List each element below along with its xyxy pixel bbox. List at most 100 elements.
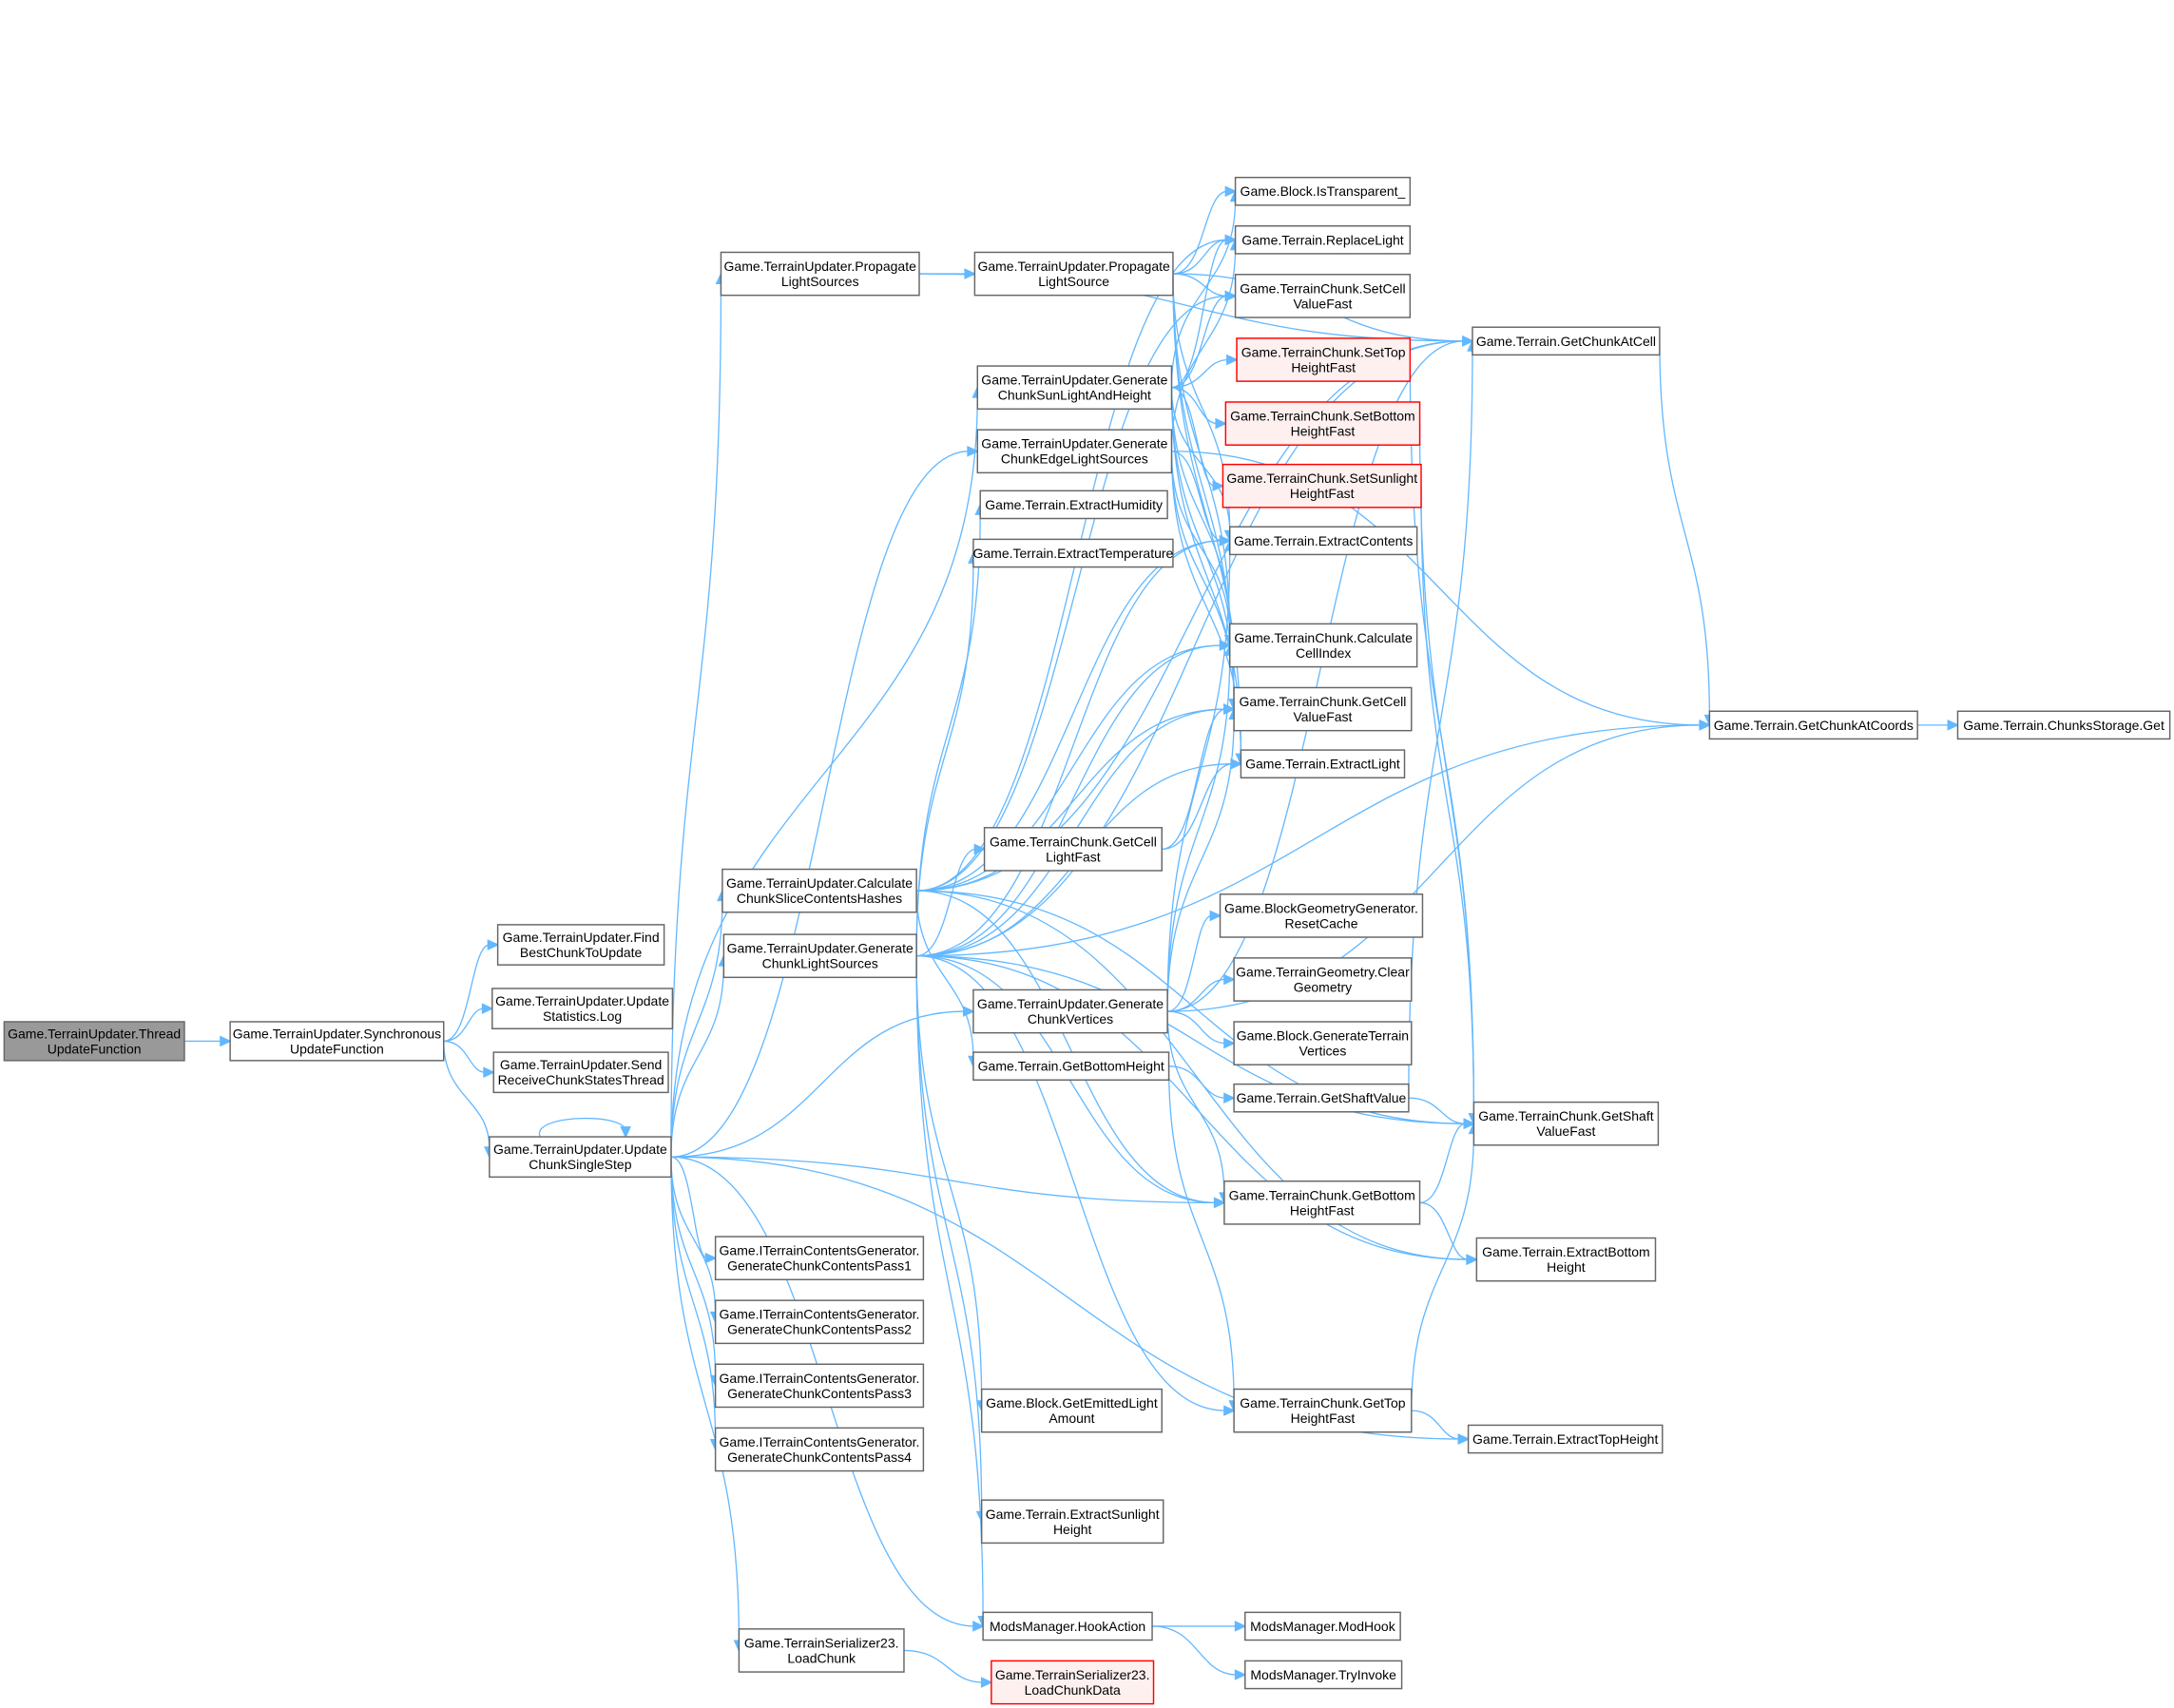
node-getchunkcell[interactable]: Game.Terrain.GetChunkAtCell bbox=[1472, 326, 1661, 356]
node-singlestep[interactable]: Game.TerrainUpdater.UpdateChunkSingleSte… bbox=[489, 1136, 672, 1179]
node-label: Game.TerrainChunk.Calculate bbox=[1234, 630, 1413, 645]
edges-layer bbox=[183, 185, 1960, 1688]
node-box bbox=[1229, 623, 1418, 668]
node-box bbox=[979, 489, 1168, 520]
node-label: Game.TerrainUpdater.Generate bbox=[977, 996, 1164, 1011]
edge-genedge-to-extcontents bbox=[1171, 451, 1222, 542]
edge-gensun-to-extcontents bbox=[1170, 387, 1231, 533]
arrowhead-icon bbox=[1219, 535, 1232, 547]
node-label: GenerateChunkContentsPass3 bbox=[727, 1386, 912, 1401]
arrowhead-icon bbox=[481, 1003, 494, 1014]
node-box bbox=[492, 1051, 669, 1094]
node-label: ValueFast bbox=[1293, 296, 1352, 311]
node-genvertices[interactable]: Game.TerrainUpdater.GenerateChunkVertice… bbox=[972, 988, 1168, 1034]
arrowhead-icon bbox=[1234, 1669, 1247, 1680]
node-temperature[interactable]: Game.Terrain.ExtractTemperature bbox=[972, 538, 1174, 568]
node-extlight[interactable]: Game.Terrain.ExtractLight bbox=[1240, 749, 1406, 779]
node-pass4[interactable]: Game.ITerrainContentsGenerator.GenerateC… bbox=[714, 1427, 925, 1472]
node-tryinvoke[interactable]: ModsManager.TryInvoke bbox=[1244, 1660, 1403, 1690]
node-label: Game.TerrainUpdater.Generate bbox=[981, 436, 1167, 451]
edge-singlestep-to-genedge bbox=[670, 451, 970, 1158]
edge-getbottomh-to-gettopfast bbox=[1167, 1065, 1235, 1403]
node-label: Game.TerrainUpdater.Update bbox=[493, 1142, 667, 1157]
edge-singlestep-to-gensun bbox=[670, 395, 978, 1158]
node-exttop[interactable]: Game.Terrain.ExtractTopHeight bbox=[1467, 1424, 1664, 1454]
node-extcontents[interactable]: Game.Terrain.ExtractContents bbox=[1229, 526, 1418, 556]
node-pass2[interactable]: Game.ITerrainContentsGenerator.GenerateC… bbox=[714, 1299, 925, 1345]
node-pass1[interactable]: Game.ITerrainContentsGenerator.GenerateC… bbox=[714, 1236, 925, 1281]
node-modhook[interactable]: ModsManager.ModHook bbox=[1244, 1611, 1401, 1641]
arrowhead-icon bbox=[1457, 1433, 1471, 1445]
edge-singlestep-to-genvertices bbox=[670, 1010, 966, 1158]
edge-genlightsrc-to-hookaction bbox=[915, 955, 984, 1619]
node-sendrecv[interactable]: Game.TerrainUpdater.SendReceiveChunkStat… bbox=[492, 1051, 669, 1094]
arrowhead-icon bbox=[1223, 1092, 1236, 1104]
node-label: Game.TerrainChunk.GetCell bbox=[1240, 694, 1407, 709]
node-propsources[interactable]: Game.TerrainUpdater.PropagateLightSource… bbox=[720, 251, 920, 297]
arrowhead-icon bbox=[964, 268, 977, 279]
node-chunksget[interactable]: Game.Terrain.ChunksStorage.Get bbox=[1956, 710, 2171, 740]
node-loadchunkdata[interactable]: Game.TerrainSerializer23.LoadChunkData bbox=[991, 1660, 1155, 1705]
node-box bbox=[1472, 1101, 1660, 1146]
node-label: Game.Terrain.GetChunkAtCell bbox=[1476, 334, 1656, 349]
node-box bbox=[1224, 401, 1421, 446]
node-findbest[interactable]: Game.TerrainUpdater.FindBestChunkToUpdat… bbox=[496, 924, 665, 966]
node-getbottomh[interactable]: Game.Terrain.GetBottomHeight bbox=[972, 1051, 1170, 1081]
node-label: ValueFast bbox=[1293, 709, 1352, 724]
node-label: ChunkVertices bbox=[1028, 1011, 1113, 1027]
node-replacelight[interactable]: Game.Terrain.ReplaceLight bbox=[1234, 225, 1412, 255]
node-genlightsrc[interactable]: Game.TerrainUpdater.GenerateChunkLightSo… bbox=[722, 933, 917, 979]
node-getshaft[interactable]: Game.Terrain.GetShaftValue bbox=[1233, 1083, 1410, 1113]
arrowhead-icon bbox=[620, 1126, 631, 1139]
node-label: Height bbox=[1053, 1522, 1092, 1537]
edge-genvertices-to-getbottomfast bbox=[1166, 1011, 1225, 1195]
node-box bbox=[1236, 337, 1412, 382]
node-label: Game.Block.GenerateTerrain bbox=[1237, 1028, 1409, 1044]
edge-gensun-to-istransparent bbox=[1170, 200, 1237, 388]
node-loadchunk[interactable]: Game.TerrainSerializer23.LoadChunk bbox=[738, 1628, 905, 1673]
arrowhead-icon bbox=[967, 445, 980, 457]
node-calchashes[interactable]: Game.TerrainUpdater.CalculateChunkSliceC… bbox=[721, 868, 917, 913]
node-getchunkcoords[interactable]: Game.Terrain.GetChunkAtCoords bbox=[1708, 710, 1918, 740]
node-resetcache[interactable]: Game.BlockGeometryGenerator.ResetCache bbox=[1219, 893, 1424, 938]
node-gensun[interactable]: Game.TerrainUpdater.GenerateChunkSunLigh… bbox=[976, 365, 1173, 411]
node-label: Game.Terrain.ExtractBottom bbox=[1482, 1244, 1650, 1259]
node-sync[interactable]: Game.TerrainUpdater.SynchronousUpdateFun… bbox=[229, 1021, 445, 1062]
node-box bbox=[229, 1021, 445, 1062]
node-genedge[interactable]: Game.TerrainUpdater.GenerateChunkEdgeLig… bbox=[976, 429, 1173, 474]
arrowhead-icon bbox=[973, 843, 987, 855]
node-humidity[interactable]: Game.Terrain.ExtractHumidity bbox=[979, 489, 1168, 520]
node-label: ChunkSunLightAndHeight bbox=[998, 388, 1151, 403]
edge-genlightsrc-to-sunlighth bbox=[915, 955, 983, 1514]
node-label: Game.Terrain.ExtractContents bbox=[1234, 533, 1413, 548]
node-label: Statistics.Log bbox=[543, 1008, 622, 1024]
node-hookaction[interactable]: ModsManager.HookAction bbox=[982, 1611, 1153, 1641]
nodes-layer: Game.TerrainUpdater.ThreadUpdateFunction… bbox=[3, 176, 2171, 1705]
node-label: Game.TerrainUpdater.Generate bbox=[981, 373, 1167, 388]
node-label: Game.Terrain.GetShaftValue bbox=[1237, 1090, 1407, 1105]
node-istransparent[interactable]: Game.Block.IsTransparent_ bbox=[1234, 176, 1412, 206]
node-label: Game.TerrainChunk.GetTop bbox=[1240, 1395, 1406, 1411]
edge-calchashes-to-calcindex bbox=[916, 644, 1222, 892]
edge-gensun-to-setbottom bbox=[1171, 387, 1218, 425]
node-pass3[interactable]: Game.ITerrainContentsGenerator.GenerateC… bbox=[714, 1363, 925, 1409]
arrowhead-icon bbox=[972, 1621, 985, 1632]
